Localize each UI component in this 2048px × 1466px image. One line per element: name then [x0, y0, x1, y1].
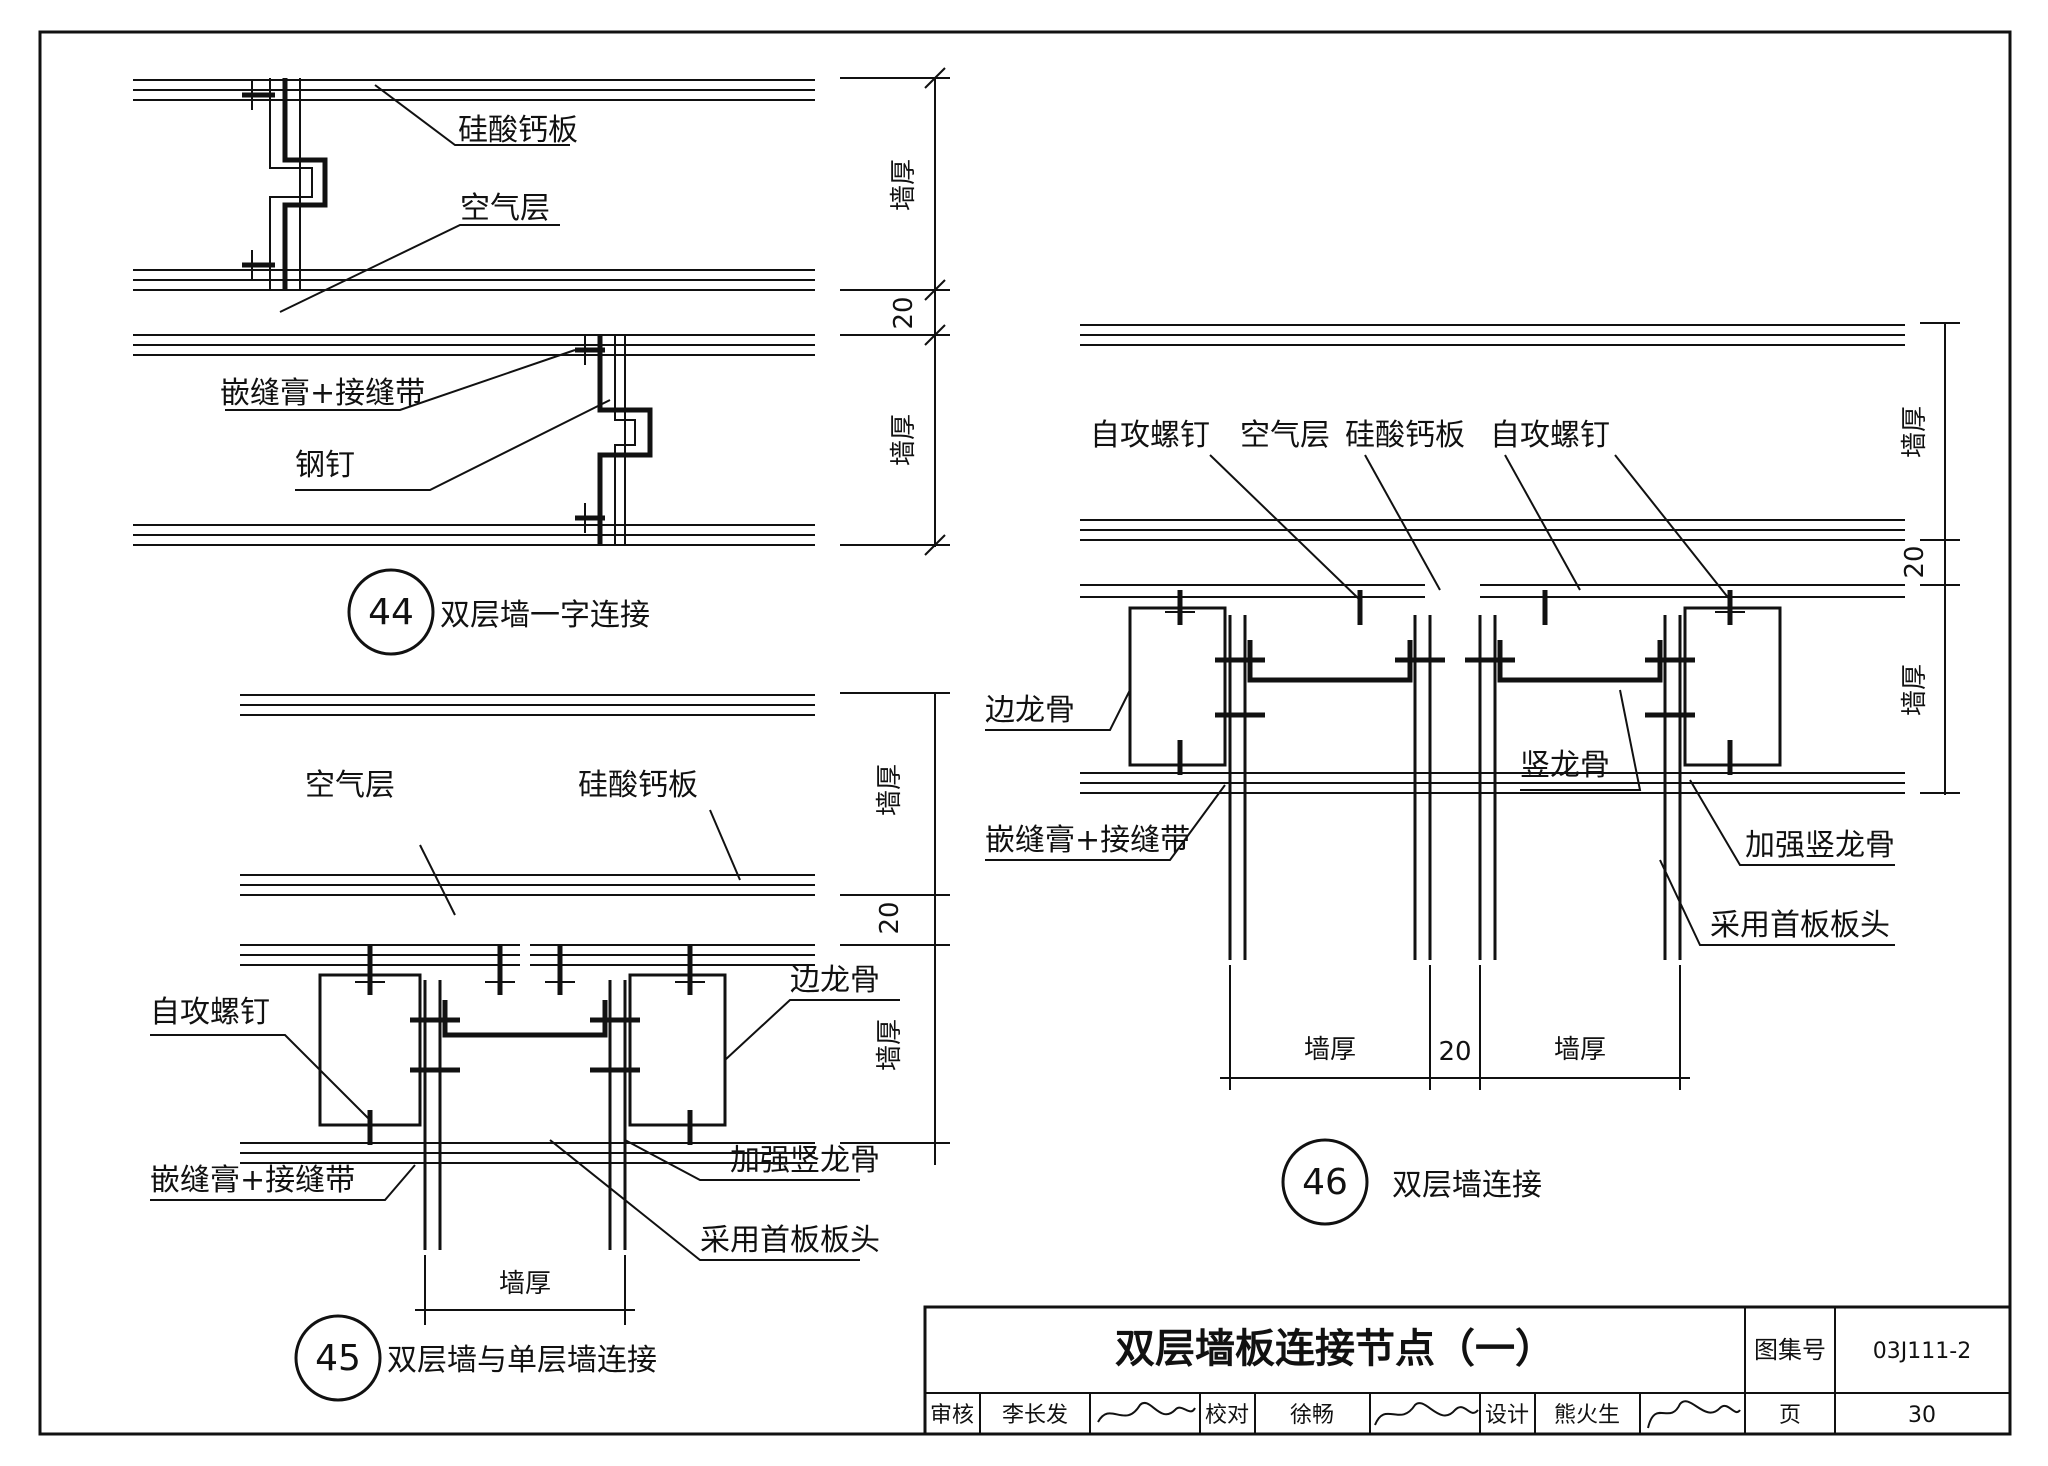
detail-44-marker [347, 568, 435, 656]
d45-dim-wall-1: 墙厚 [875, 764, 905, 816]
d46-number: 46 [1302, 1162, 1348, 1203]
d45-dim-gap: 20 [875, 901, 905, 934]
page-label: 页 [1779, 1403, 1801, 1428]
d44-steel-nail-label: 钢钉 [295, 448, 355, 483]
d46-reinforced-stud-label: 加强竖龙骨 [1745, 828, 1895, 863]
d45-silicate-board-label: 硅酸钙板 [578, 768, 698, 803]
d44-dim-wall-2: 墙厚 [889, 414, 919, 466]
d44-number: 44 [368, 592, 414, 633]
d44-dim-gap: 20 [889, 296, 919, 329]
d46-title: 双层墙连接 [1392, 1168, 1542, 1203]
reviewer-signature [1097, 1402, 1196, 1423]
page-number: 30 [1908, 1403, 1936, 1428]
d44-dim-wall-1: 墙厚 [889, 159, 919, 211]
title-block [923, 1305, 2012, 1436]
d45-edge-keel-label: 边龙骨 [790, 963, 880, 998]
d44-joint-label: 嵌缝膏+接缝带 [220, 376, 425, 411]
designer-name: 熊火生 [1554, 1403, 1620, 1428]
d46-edge-keel-label: 边龙骨 [985, 693, 1075, 728]
atlas-number: 03J111-2 [1873, 1339, 1971, 1364]
d46-stud-label: 竖龙骨 [1520, 748, 1610, 783]
d44-silicate-board-label: 硅酸钙板 [458, 113, 578, 148]
detail-45-marker [294, 1314, 382, 1402]
d45-board-head-label: 采用首板板头 [700, 1223, 880, 1258]
d46-dim-gap: 20 [1900, 545, 1930, 578]
checker-name: 徐畅 [1290, 1403, 1334, 1428]
d45-joint-label: 嵌缝膏+接缝带 [150, 1163, 355, 1198]
sheet-border [38, 30, 2012, 1436]
d45-air-layer-label: 空气层 [305, 768, 395, 803]
detail-46-marker [1281, 1138, 1369, 1226]
d46-joint-label: 嵌缝膏+接缝带 [985, 823, 1190, 858]
d46-screw-left-label: 自攻螺钉 [1090, 418, 1210, 453]
d45-title: 双层墙与单层墙连接 [387, 1343, 657, 1378]
d45-number: 45 [315, 1338, 361, 1379]
detail-45 [150, 692, 950, 1402]
d44-title: 双层墙一字连接 [440, 598, 650, 633]
d46-dim-wall-2: 墙厚 [1900, 664, 1930, 716]
sheet-main-title: 双层墙板连接节点（一） [1115, 1326, 1555, 1372]
review-label: 审核 [930, 1403, 974, 1428]
d46-dim-bottom-left: 墙厚 [1304, 1035, 1356, 1065]
checker-signature [1374, 1402, 1479, 1426]
d46-dim-wall-1: 墙厚 [1900, 406, 1930, 458]
d45-screw-label: 自攻螺钉 [150, 995, 270, 1030]
d46-dim-bottom-right: 墙厚 [1554, 1035, 1606, 1065]
d46-screw-right-label: 自攻螺钉 [1490, 418, 1610, 453]
detail-44 [133, 67, 950, 656]
check-label: 校对 [1205, 1403, 1249, 1428]
d45-dim-wall-2: 墙厚 [875, 1019, 905, 1071]
d46-air-layer-label: 空气层 [1240, 418, 1330, 453]
design-label: 设计 [1485, 1403, 1529, 1428]
designer-signature [1647, 1400, 1741, 1429]
d46-silicate-board-label: 硅酸钙板 [1345, 418, 1465, 453]
d46-board-head-label: 采用首板板头 [1710, 908, 1890, 943]
d45-dim-bottom: 墙厚 [499, 1269, 551, 1299]
d44-air-layer-label: 空气层 [460, 191, 550, 226]
d46-dim-bottom-gap: 20 [1438, 1037, 1471, 1067]
d45-reinforced-stud-label: 加强竖龙骨 [730, 1143, 880, 1178]
atlas-label: 图集号 [1754, 1336, 1826, 1364]
detail-46 [985, 322, 1960, 1226]
reviewer-name: 李长发 [1002, 1403, 1068, 1428]
